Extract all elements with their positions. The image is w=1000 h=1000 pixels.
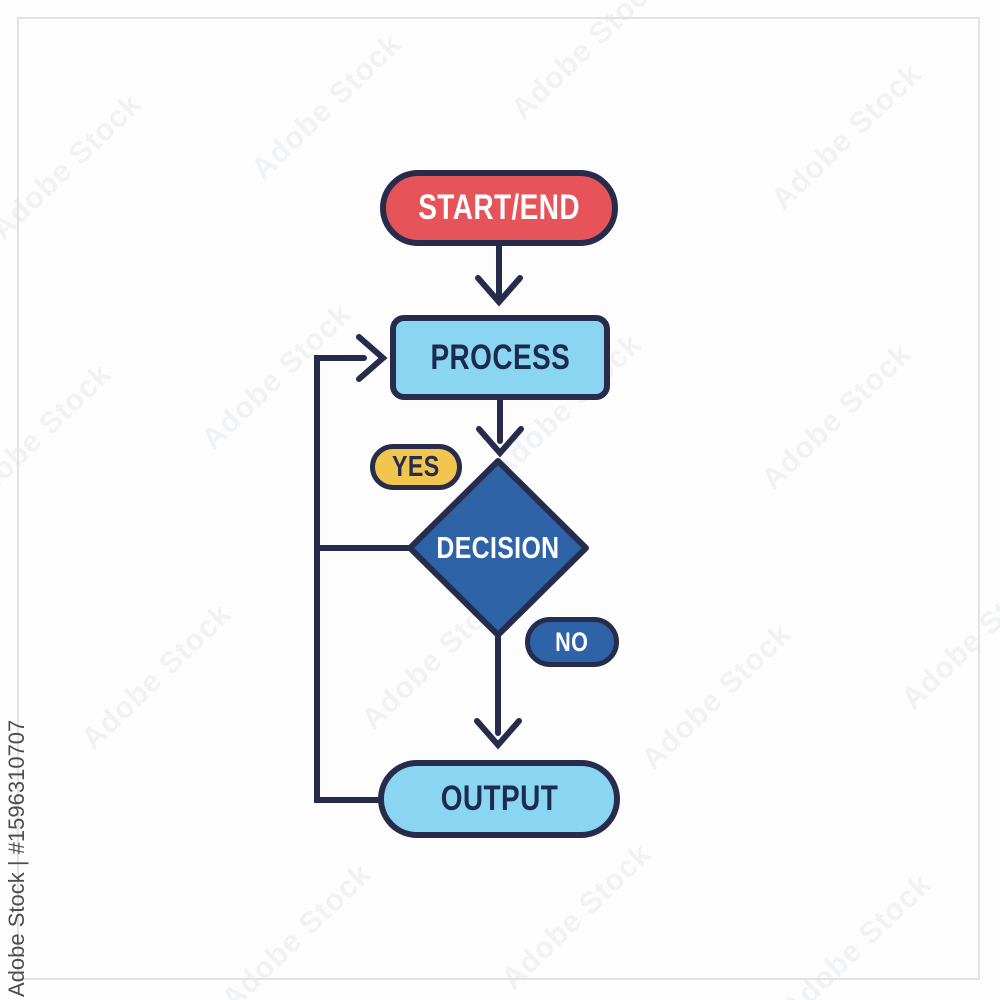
edge-feedback-loop: [314, 355, 381, 803]
arrowhead-loop-to-process: [356, 334, 388, 382]
edge-label-no-text: NO: [555, 626, 589, 657]
node-decision: [407, 458, 589, 638]
node-output-label: OUTPUT: [440, 779, 558, 818]
arrowhead-decision-to-output: [474, 718, 522, 750]
node-output: OUTPUT: [378, 760, 620, 838]
node-start-end: START/END: [380, 170, 618, 246]
watermark-credit: Adobe Stock | #1596310707: [4, 719, 29, 997]
arrowhead-start-to-process: [475, 275, 523, 307]
edge-label-yes: YES: [370, 444, 462, 490]
arrowhead-process-to-decision: [476, 426, 524, 458]
node-decision-label: DECISION: [436, 530, 560, 565]
node-start-end-label: START/END: [418, 188, 580, 227]
node-process-label: PROCESS: [430, 337, 570, 377]
edge-label-yes-text: YES: [392, 450, 440, 483]
edge-label-no: NO: [525, 617, 619, 667]
node-decision-label-wrap: DECISION: [408, 528, 588, 568]
node-process: PROCESS: [390, 315, 610, 400]
